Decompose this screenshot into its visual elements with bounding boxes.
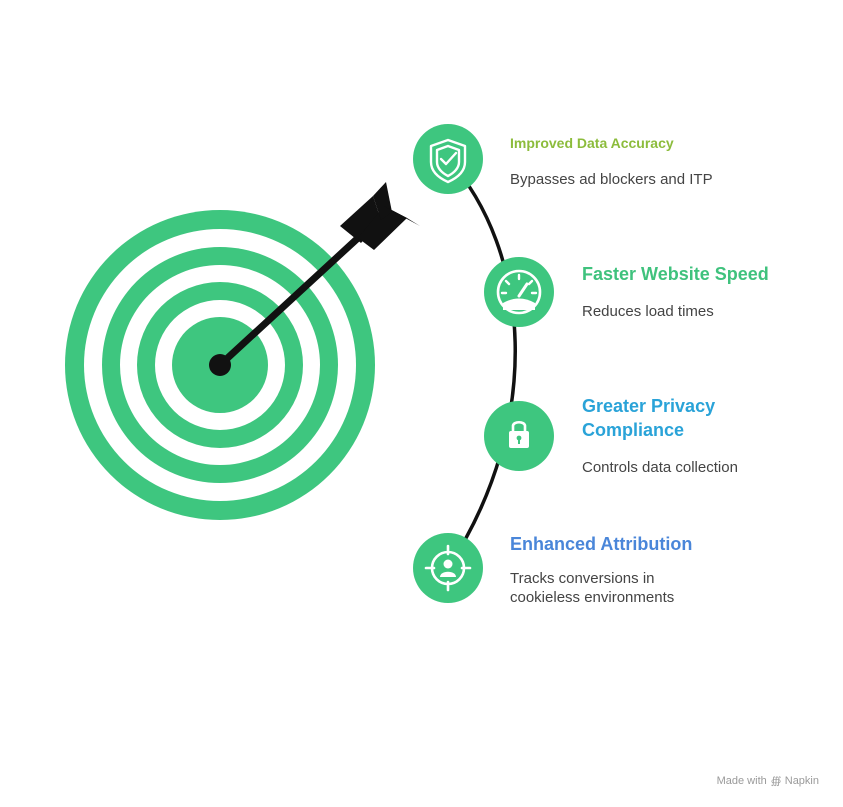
item-title: Improved Data Accuracy [510,135,674,151]
item-title: Enhanced Attribution [510,534,693,554]
item-description: Tracks conversions in cookieless environ… [510,570,675,606]
napkin-logo-icon: ∰ [770,775,782,787]
node-greater-privacy-compliance [484,401,554,471]
node-enhanced-attribution [413,533,483,603]
speedometer-icon [496,269,542,315]
arrow-icon [209,182,420,376]
shield-check-icon [429,138,467,184]
item-description: Bypasses ad blockers and ITP [510,171,713,188]
node-improved-data-accuracy [413,124,483,194]
made-with-footer: Made with ∰ Napkin [717,775,819,787]
item-title: Greater Privacy Compliance [582,396,716,440]
padlock-icon [509,420,529,448]
node-faster-website-speed [484,257,554,327]
brand-label: Napkin [784,775,819,787]
item-title: Faster Website Speed [582,264,769,284]
target-person-icon [424,544,472,592]
item-description: Reduces load times [582,303,714,320]
made-with-label: Made with [716,775,767,787]
connector-arc [446,157,517,569]
item-description: Controls data collection [582,459,738,476]
